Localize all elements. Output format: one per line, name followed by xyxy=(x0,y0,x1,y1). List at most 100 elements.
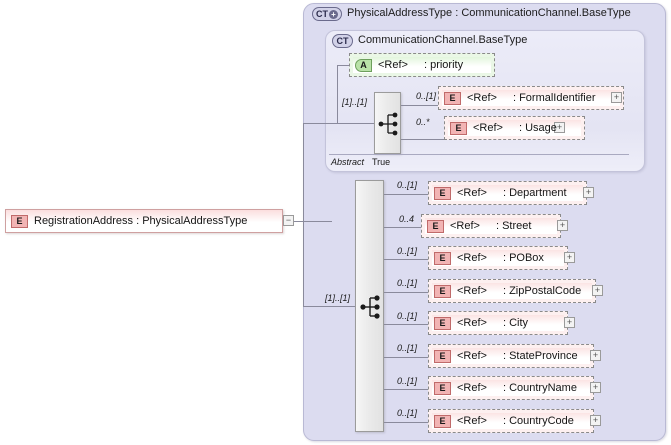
element-name-label: : CountryName xyxy=(502,382,577,394)
element-node-usage[interactable]: E <Ref> : Usage xyxy=(444,116,585,140)
expand-box-stateprovince[interactable]: + xyxy=(590,350,601,361)
attribute-name-label: : priority xyxy=(423,59,464,71)
expand-box-countryname[interactable]: + xyxy=(590,382,601,393)
element-ref-label: <Ref> xyxy=(457,415,487,427)
element-node-countrycode[interactable]: E <Ref> : CountryCode xyxy=(428,409,594,433)
element-badge-icon: E xyxy=(434,349,451,363)
connector-countrycode xyxy=(384,422,429,423)
abstract-value: True xyxy=(372,157,391,167)
element-badge-icon: E xyxy=(434,316,451,330)
collapse-box-registrationaddress[interactable]: − xyxy=(283,215,294,226)
sequence-icon xyxy=(378,112,398,136)
expand-box-formalidentifier[interactable]: + xyxy=(611,92,622,103)
connector-city xyxy=(384,324,429,325)
element-node-body xyxy=(432,348,590,364)
element-name-label: : Street xyxy=(495,220,532,232)
element-ref-label: <Ref> xyxy=(473,122,503,134)
element-node-pobox[interactable]: E <Ref> : POBox xyxy=(428,246,568,270)
element-node-street[interactable]: E <Ref> : Street xyxy=(421,214,561,238)
abstract-label: Abstract xyxy=(331,157,365,167)
expand-box-street[interactable]: + xyxy=(557,220,568,231)
element-node-body xyxy=(425,218,557,234)
element-node-zippostalcode[interactable]: E <Ref> : ZipPostalCode xyxy=(428,279,596,303)
expand-plus-icon[interactable]: + xyxy=(329,9,338,19)
element-badge-icon: E xyxy=(434,381,451,395)
connector-pobox xyxy=(384,259,429,260)
ct-badge-outer[interactable]: CT+ xyxy=(312,7,342,21)
cardinality-countryname: 0..[1] xyxy=(397,376,418,386)
element-badge-icon: E xyxy=(434,251,451,265)
element-name-label: : ZipPostalCode xyxy=(502,285,582,297)
element-node-countryname[interactable]: E <Ref> : CountryName xyxy=(428,376,594,400)
attribute-badge-icon: A xyxy=(355,58,372,72)
connector-formalidentifier xyxy=(401,105,439,106)
element-node-formalidentifier[interactable]: E <Ref> : FormalIdentifier xyxy=(438,86,624,110)
element-ref-label: <Ref> xyxy=(450,220,480,232)
connector-outer-to-inner xyxy=(303,123,337,124)
element-node-body xyxy=(432,283,592,299)
cardinality-department: 0..[1] xyxy=(397,180,418,190)
element-ref-label: <Ref> xyxy=(457,317,487,329)
attribute-node-body xyxy=(353,57,491,73)
ct-badge-inner-label: CT xyxy=(336,36,349,46)
cardinality-usage: 0..* xyxy=(416,117,430,127)
element-badge-icon: E xyxy=(444,91,461,105)
cardinality-main-sequence: [1]..[1] xyxy=(325,293,351,303)
complextype-inner-title: CommunicationChannel.BaseType xyxy=(358,34,528,46)
expand-box-zippostalcode[interactable]: + xyxy=(592,285,603,296)
element-node-body xyxy=(432,380,590,396)
complextype-outer-title: PhysicalAddressType : CommunicationChann… xyxy=(347,7,631,19)
element-badge-icon: E xyxy=(434,186,451,200)
expand-box-countrycode[interactable]: + xyxy=(590,415,601,426)
attribute-ref-label: <Ref> xyxy=(378,59,408,71)
connector-root-stub xyxy=(294,221,295,222)
element-node-registrationaddress[interactable]: E RegistrationAddress : PhysicalAddressT… xyxy=(5,209,283,233)
expand-box-city[interactable]: + xyxy=(564,317,575,328)
element-ref-label: <Ref> xyxy=(467,92,497,104)
element-node-stateprovince[interactable]: E <Ref> : StateProvince xyxy=(428,344,594,368)
element-ref-label: <Ref> xyxy=(457,382,487,394)
ct-badge-outer-label: CT xyxy=(316,9,328,19)
connector-root-to-main-sequence xyxy=(303,306,355,307)
element-node-body xyxy=(448,120,581,136)
cardinality-countrycode: 0..[1] xyxy=(397,408,418,418)
sequence-icon xyxy=(360,295,380,319)
connector-zippostalcode xyxy=(384,292,429,293)
connector-street xyxy=(384,227,427,228)
element-badge-icon: E xyxy=(434,414,451,428)
element-node-body xyxy=(432,250,564,266)
expand-box-usage[interactable]: + xyxy=(554,122,565,133)
cardinality-street: 0..4 xyxy=(399,214,415,224)
expand-box-pobox[interactable]: + xyxy=(564,252,575,263)
connector-inner-spine xyxy=(337,65,338,123)
element-name-label: : City xyxy=(502,317,529,329)
element-name-label: : Department xyxy=(502,187,567,199)
abstract-divider xyxy=(329,154,629,155)
element-badge-icon: E xyxy=(450,121,467,135)
sequence-compositor-main[interactable] xyxy=(355,180,384,432)
connector-root-to-container xyxy=(294,221,332,222)
connector-usage xyxy=(401,139,445,140)
element-node-city[interactable]: E <Ref> : City xyxy=(428,311,568,335)
element-node-body xyxy=(432,185,583,201)
element-badge-icon: E xyxy=(427,219,444,233)
element-badge-icon: E xyxy=(11,214,28,228)
cardinality-pobox: 0..[1] xyxy=(397,246,418,256)
element-node-body xyxy=(432,413,590,429)
element-name-label: : FormalIdentifier xyxy=(512,92,596,104)
element-name-label: : CountryCode xyxy=(502,415,574,427)
element-ref-label: <Ref> xyxy=(457,285,487,297)
element-ref-label: <Ref> xyxy=(457,187,487,199)
element-name-label: : POBox xyxy=(502,252,544,264)
element-ref-label: <Ref> xyxy=(457,350,487,362)
sequence-compositor-inner[interactable] xyxy=(374,92,401,154)
ct-badge-inner[interactable]: CT xyxy=(332,34,353,48)
connector-outer-spine xyxy=(303,123,304,306)
connector-to-inner-sequence xyxy=(337,123,374,124)
cardinality-inner-sequence: [1]..[1] xyxy=(342,97,368,107)
attribute-node-priority[interactable]: A <Ref> : priority xyxy=(349,53,495,77)
cardinality-zippostalcode: 0..[1] xyxy=(397,278,418,288)
element-node-department[interactable]: E <Ref> : Department xyxy=(428,181,587,205)
expand-box-department[interactable]: + xyxy=(583,187,594,198)
